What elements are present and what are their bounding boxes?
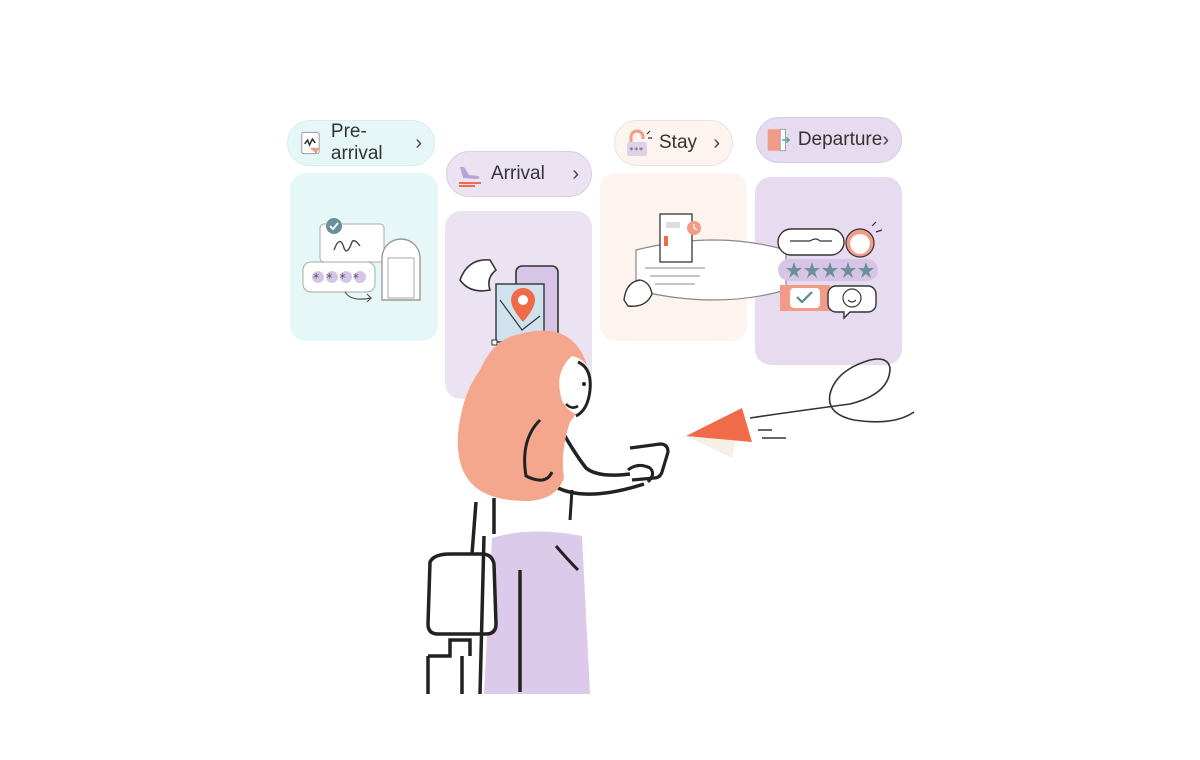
plane-landing-icon [459,167,481,187]
signature-icon [301,131,320,155]
stage-label-stay: Stay [659,132,698,153]
svg-text:***: *** [629,146,644,155]
paper-airplane-icon [686,358,915,458]
pre-arrival-illustration: **** [302,218,421,303]
door-exit-icon [767,128,791,152]
stage-pill-departure[interactable]: Departure › [756,117,902,163]
padlock-icon: *** [627,129,652,156]
chevron-right-icon: › [713,131,720,154]
chevron-right-icon: › [415,131,422,154]
stage-pill-arrival[interactable]: Arrival › [446,151,592,197]
chevron-right-icon: › [882,128,889,151]
stage-label-pre-arrival: Pre-arrival [330,121,383,164]
stage-label-departure: Departure [797,129,883,150]
chevron-right-icon: › [572,162,579,185]
stage-label-arrival: Arrival [491,163,545,184]
stage-pill-stay[interactable]: *** Stay › [614,120,733,166]
stage-pill-pre-arrival[interactable]: Pre-arrival › [287,120,435,166]
stay-illustration [623,213,787,307]
pin-code-text: **** [313,271,366,285]
departure-illustration [777,221,883,320]
woman-illustration [426,330,670,695]
